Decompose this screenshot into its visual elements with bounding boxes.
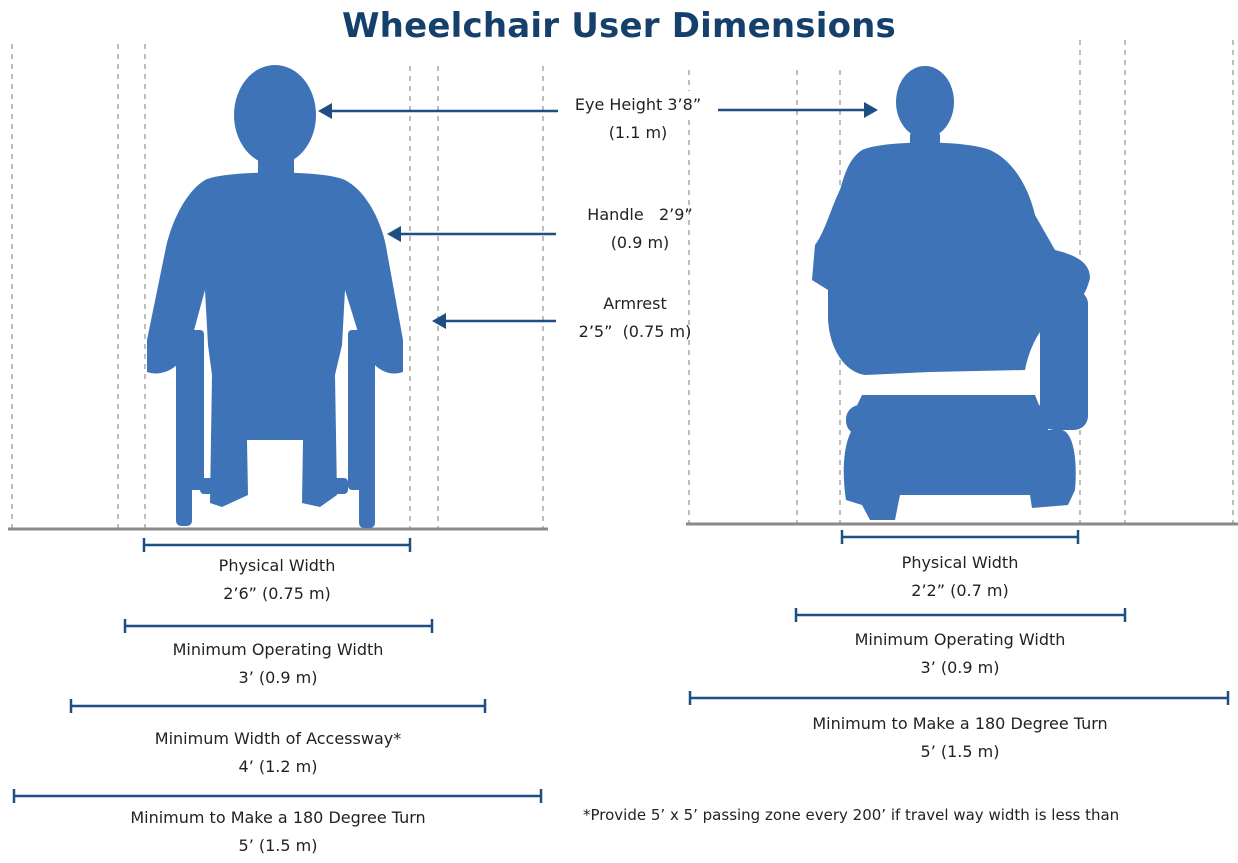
eye-height-metric: (1.1 m) xyxy=(608,123,668,142)
right-physical-width-value: 2’2” (0.7 m) xyxy=(911,581,1009,600)
manual-wheelchair-user-icon xyxy=(147,65,403,528)
left-min-operating-width-value: 3’ (0.9 m) xyxy=(238,668,318,687)
right-min-turn-label: Minimum to Make a 180 Degree Turn 5’ (1.… xyxy=(785,710,1135,766)
callout-arrows xyxy=(318,102,878,329)
right-physical-width-bar xyxy=(840,530,1080,544)
handle-arrowhead xyxy=(387,226,401,242)
dimension-bars xyxy=(12,530,1230,803)
handle-metric: (0.9 m) xyxy=(610,233,670,252)
left-min-turn-bar xyxy=(12,789,543,803)
left-physical-width-title: Physical Width xyxy=(218,556,336,575)
handle-label: Handle 2’9” (0.9 m) xyxy=(560,201,720,257)
left-min-turn-label: Minimum to Make a 180 Degree Turn 5’ (1.… xyxy=(103,804,453,860)
left-physical-width-bar xyxy=(142,538,412,552)
page-title: Wheelchair User Dimensions xyxy=(341,6,896,46)
armrest-arrowhead xyxy=(432,313,446,329)
left-min-operating-width-bar xyxy=(123,619,434,633)
right-min-operating-width-title: Minimum Operating Width xyxy=(854,630,1066,649)
eye-height-arrowhead-left xyxy=(318,103,332,119)
left-min-accessway-width-bar xyxy=(69,699,487,713)
right-min-operating-width-label: Minimum Operating Width 3’ (0.9 m) xyxy=(810,626,1110,682)
left-min-accessway-width-value: 4’ (1.2 m) xyxy=(238,757,318,776)
left-min-turn-value: 5’ (1.5 m) xyxy=(238,836,318,855)
left-min-accessway-width-title: Minimum Width of Accessway* xyxy=(154,729,402,748)
left-min-operating-width-label: Minimum Operating Width 3’ (0.9 m) xyxy=(128,636,428,692)
scooter-user-icon xyxy=(812,66,1090,520)
armrest-label: Armrest 2’5” (0.75 m) xyxy=(555,290,715,346)
right-min-turn-title: Minimum to Make a 180 Degree Turn xyxy=(812,714,1108,733)
left-physical-width-label: Physical Width 2’6” (0.75 m) xyxy=(127,552,427,608)
armrest-value: 2’5” (0.75 m) xyxy=(578,322,692,341)
eye-height-arrowhead-right xyxy=(864,102,878,118)
right-min-turn-bar xyxy=(688,691,1230,705)
footnote: *Provide 5’ x 5’ passing zone every 200’… xyxy=(583,806,1120,824)
left-min-turn-title: Minimum to Make a 180 Degree Turn xyxy=(130,808,426,827)
eye-height-label: Eye Height 3’8” (1.1 m) xyxy=(558,91,718,147)
left-min-operating-width-title: Minimum Operating Width xyxy=(172,640,384,659)
right-min-operating-width-value: 3’ (0.9 m) xyxy=(920,658,1000,677)
right-min-operating-width-bar xyxy=(794,608,1127,622)
left-min-accessway-width-label: Minimum Width of Accessway* 4’ (1.2 m) xyxy=(128,725,428,781)
right-physical-width-title: Physical Width xyxy=(901,553,1019,572)
right-min-turn-value: 5’ (1.5 m) xyxy=(920,742,1000,761)
eye-height-value: Eye Height 3’8” xyxy=(558,91,718,119)
handle-value: Handle 2’9” xyxy=(587,205,693,224)
left-physical-width-value: 2’6” (0.75 m) xyxy=(223,584,331,603)
armrest-title: Armrest xyxy=(603,294,667,313)
right-physical-width-label: Physical Width 2’2” (0.7 m) xyxy=(810,549,1110,605)
